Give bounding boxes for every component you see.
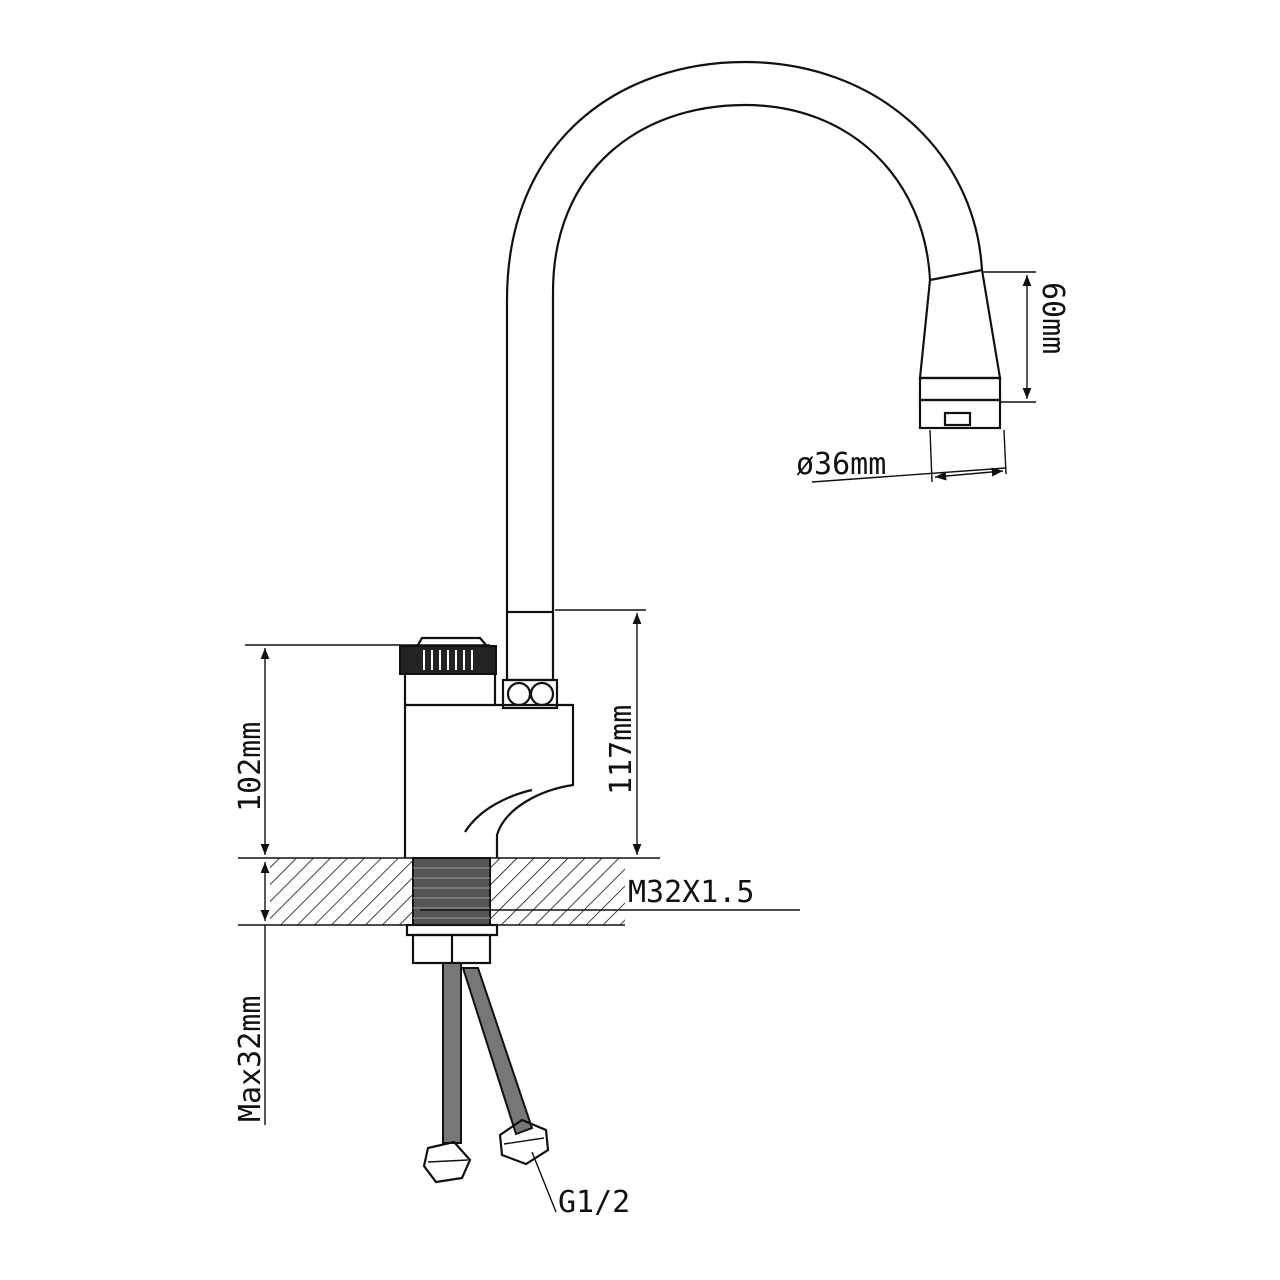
dim-36mm-label: ø36mm <box>796 447 886 482</box>
dimension-counter-thickness: Max32mm <box>233 862 270 1125</box>
handle <box>399 636 497 675</box>
spout <box>505 60 984 612</box>
thread-label: M32X1.5 <box>628 875 754 910</box>
spray-head <box>918 268 1002 430</box>
dimension-spray-head-diameter: ø36mm <box>796 429 1007 483</box>
mounting-nut <box>405 923 499 965</box>
dim-max32mm-label: Max32mm <box>233 996 268 1122</box>
dimension-spray-head-height: 60mm <box>982 271 1070 403</box>
dimension-hose-connector: G1/2 <box>531 1151 630 1220</box>
dimension-thread: M32X1.5 <box>420 875 800 911</box>
spout-collar <box>501 610 559 710</box>
dim-102mm-label: 102mm <box>233 722 268 812</box>
countertop-section <box>238 857 660 926</box>
faucet-body <box>403 675 575 858</box>
dimension-body-height: 102mm <box>233 644 490 855</box>
dimension-spout-base-height: 117mm <box>555 609 646 855</box>
dim-60mm-label: 60mm <box>1035 282 1070 354</box>
g12-label: G1/2 <box>558 1185 630 1220</box>
dim-117mm-label: 117mm <box>604 705 639 795</box>
supply-hoses <box>422 962 550 1184</box>
